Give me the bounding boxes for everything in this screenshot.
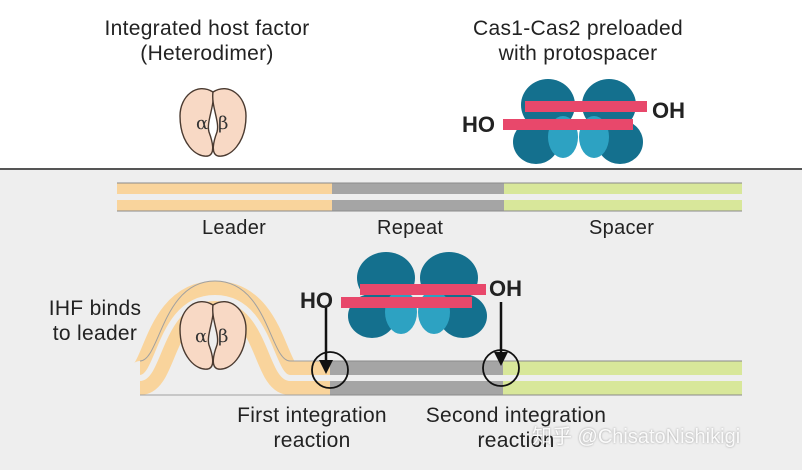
beta-label-bottom: β: [218, 326, 228, 347]
ihf-title-line1: Integrated host factor: [104, 17, 310, 40]
alpha-label: α: [196, 113, 208, 134]
ihf-binds-line2: to leader: [52, 322, 138, 345]
top-panel: [0, 0, 802, 168]
ihf-title-line2: (Heterodimer): [140, 42, 274, 65]
first-integration-label: First integration reaction: [226, 403, 398, 453]
cas-title: Cas1-Cas2 preloaded with protospacer: [440, 16, 716, 66]
dna-strands-middle: [117, 182, 742, 212]
ihf-heterodimer-top: α β: [179, 88, 247, 157]
protospacer-strand-top-bottom: [360, 284, 486, 295]
spacer-label: Spacer: [589, 217, 655, 239]
repeat-label: Repeat: [377, 217, 444, 239]
second-integration-label: Second integration reaction: [413, 403, 619, 453]
ihf-binds-line1: IHF binds: [48, 297, 142, 320]
beta-label: β: [218, 113, 228, 134]
ihf-heterodimer-bottom: α β: [179, 301, 247, 370]
protospacer-strand-bottom: [503, 119, 633, 130]
protospacer-strand-top: [525, 101, 647, 112]
cas-complex-bottom: [341, 252, 487, 338]
bent-dna-bottom: [132, 280, 742, 396]
cas-complex-top: [503, 79, 647, 164]
watermark: 知乎 @ChisatoNishikigi: [532, 426, 741, 448]
ihf-title: Integrated host factor (Heterodimer): [70, 16, 344, 66]
oh-label-top: OH: [652, 98, 685, 123]
ho-label-top: HO: [462, 112, 495, 137]
second-integration-line2: reaction: [477, 429, 555, 452]
first-integration-marker: [311, 306, 349, 389]
ihf-binds-label: IHF binds to leader: [40, 296, 150, 346]
alpha-label-bottom: α: [195, 326, 207, 347]
cas-title-line1: Cas1-Cas2 preloaded: [473, 17, 683, 40]
second-integration-line1: Second integration: [425, 404, 607, 427]
first-integration-line2: reaction: [273, 429, 351, 452]
ho-label-bottom: HO: [300, 288, 333, 313]
leader-label: Leader: [202, 217, 267, 239]
cas-title-line2: with protospacer: [498, 42, 658, 65]
second-integration-marker: [482, 302, 520, 387]
oh-label-bottom: OH: [489, 276, 522, 301]
panel-divider: [0, 168, 802, 170]
first-integration-line1: First integration: [237, 404, 387, 427]
protospacer-strand-bottom-bottom: [341, 297, 472, 308]
